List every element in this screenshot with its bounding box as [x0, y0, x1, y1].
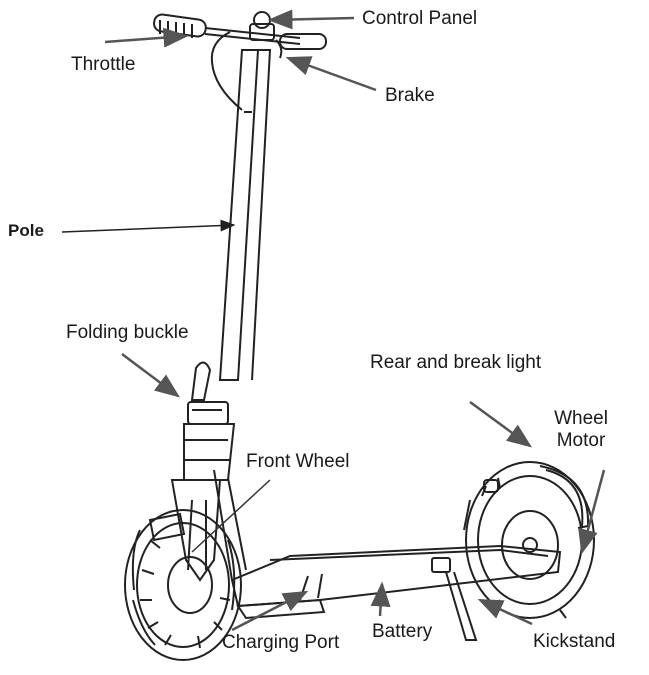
front-fork — [148, 479, 222, 582]
rear-light-label: Rear and break light — [370, 352, 542, 373]
front-wheel-label: Front Wheel — [246, 451, 350, 472]
front-wheel-pointer — [191, 479, 271, 553]
deck — [213, 469, 562, 641]
brake-arrow — [285, 56, 377, 92]
wheel-motor-arrow — [578, 469, 606, 555]
pole-label: Pole — [8, 221, 44, 240]
battery-label: Battery — [372, 621, 433, 642]
pole — [218, 49, 272, 381]
pole-arrow — [61, 219, 236, 233]
throttle-label: Throttle — [71, 54, 136, 75]
wheel-motor-label-line1: Wheel — [554, 408, 608, 429]
wheel-motor-label-line2: Motor — [556, 430, 606, 451]
rear-light-arrow — [469, 400, 533, 448]
rear-wheel — [463, 461, 595, 619]
throttle-arrow — [104, 27, 189, 48]
kickstand-label: Kickstand — [533, 631, 616, 652]
folding-buckle-arrow — [121, 353, 180, 398]
control-panel-arrow — [267, 9, 355, 30]
control-panel-label: Control Panel — [362, 8, 478, 29]
brake-label: Brake — [385, 85, 435, 106]
folding-buckle-label: Folding buckle — [66, 322, 189, 343]
charging-port-label: Charging Port — [222, 632, 340, 653]
wheel-motor-label: Wheel Motor — [546, 408, 616, 452]
front-wheel — [124, 509, 242, 661]
charging-port-arrow — [231, 590, 309, 632]
battery-arrow — [370, 581, 391, 617]
kickstand-arrow — [477, 598, 533, 626]
callout-arrows — [61, 9, 606, 632]
